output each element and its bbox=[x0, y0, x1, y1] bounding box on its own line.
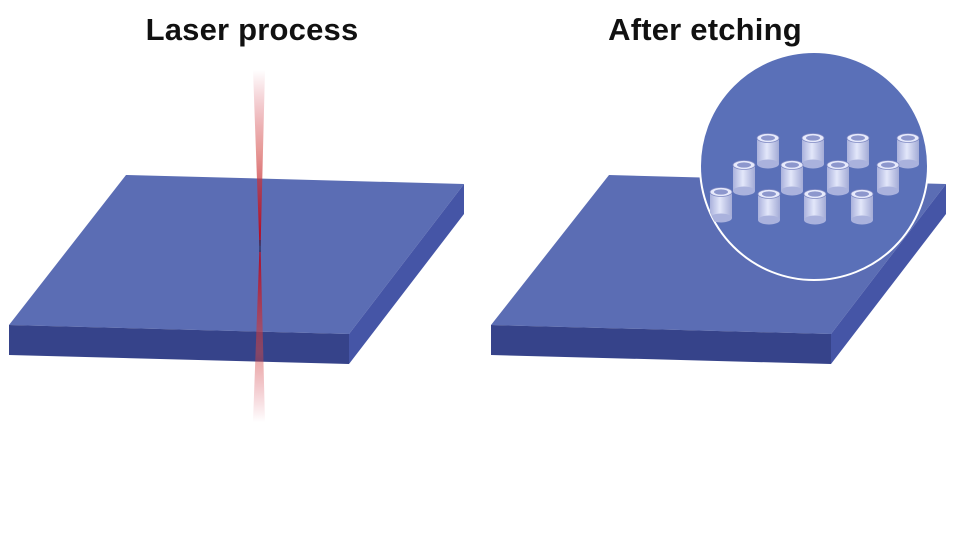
pore bbox=[803, 189, 827, 225]
laser-beam-lower bbox=[253, 250, 265, 422]
laser-beam bbox=[253, 70, 265, 422]
pore bbox=[801, 133, 825, 169]
pore bbox=[826, 160, 850, 196]
left-substrate-front bbox=[9, 325, 349, 364]
right-substrate-front bbox=[491, 325, 831, 364]
pore bbox=[757, 189, 781, 225]
laser-process-title: Laser process bbox=[145, 12, 359, 47]
pore bbox=[732, 160, 756, 196]
pore bbox=[780, 160, 804, 196]
pore-array bbox=[709, 133, 920, 225]
magnifier-view bbox=[699, 51, 929, 281]
pore bbox=[896, 133, 920, 169]
pore bbox=[756, 133, 780, 169]
left-substrate bbox=[9, 175, 464, 364]
pore bbox=[846, 133, 870, 169]
left-substrate-side bbox=[349, 184, 464, 364]
after-etching-title: After etching bbox=[608, 12, 802, 47]
pore bbox=[876, 160, 900, 196]
pore bbox=[709, 187, 733, 223]
laser-beam-upper bbox=[253, 70, 265, 246]
right-substrate-side bbox=[831, 184, 946, 364]
pore bbox=[850, 189, 874, 225]
left-substrate-top bbox=[9, 175, 464, 334]
